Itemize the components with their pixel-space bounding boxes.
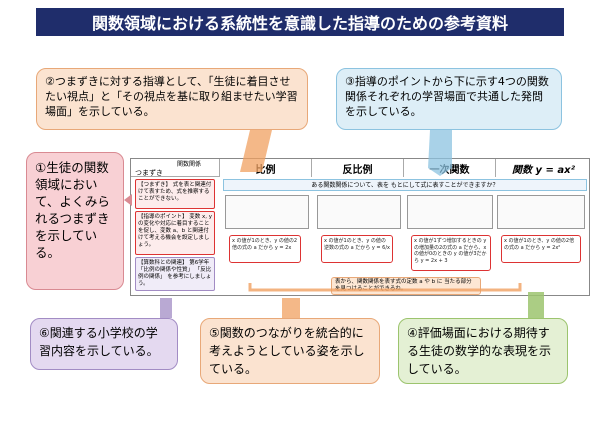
col-header-quadratic: 関数 y = ax²	[495, 159, 591, 177]
arrow-c4	[528, 292, 544, 318]
mini-table-linear	[407, 195, 493, 229]
col-header-proportion: 比例	[219, 159, 311, 177]
guidance-panel: 【指導のポイント】 変数 x, y の変化や対応に着目することを促し、変数 a、…	[135, 211, 215, 255]
corner-bottom: つまずき	[135, 169, 163, 177]
corner-cell: 関数関係 つまずき	[131, 159, 219, 177]
relationship-table: 関数関係 つまずき 比例 反比例 一次関数 関数 y = ax² ある関数関係に…	[130, 158, 590, 296]
callout-4: ④評価場面における期待する生徒の数学的な表現を示している。	[398, 318, 568, 384]
corner-top: 関数関係	[177, 161, 202, 168]
arrow-c5	[282, 298, 300, 318]
mini-table-quadratic	[497, 195, 585, 229]
col-header-linear: 一次関数	[403, 159, 495, 177]
mini-table-inverse	[317, 195, 401, 229]
arrow-c3	[428, 130, 452, 176]
arrow-c2	[240, 130, 272, 172]
note-linear: x の値が1ずつ増加するときの y の増加量の2の式の a だから、x の値が0…	[411, 235, 491, 271]
stumble-panel: 【つまずき】 式を表と関連付けて表すため、式を推察することができない。	[135, 179, 215, 209]
col-header-inverse: 反比例	[311, 159, 403, 177]
callout-5: ⑤関数のつながりを統合的に考えようとしている姿を示している。	[200, 318, 380, 384]
page-title: 関数領域における系統性を意識した指導のための参考資料	[36, 8, 564, 36]
callout-3: ③指導のポイントから下に示す4つの関数関係それぞれの学習場面で共通した発問を示し…	[336, 68, 562, 130]
arrow-c6	[160, 298, 172, 318]
note-inverse: x の値が1のとき、y の値の逆数の式の a だから y = 6/x	[321, 235, 393, 263]
callout-6: ⑥関連する小学校の学習内容を示している。	[30, 318, 178, 370]
note-proportion: x の値が1のとき、y の値の2倍の式の a だから y = 2x	[229, 235, 301, 263]
mini-table-proportion	[225, 195, 309, 229]
arrow-c1	[124, 194, 132, 206]
arrow-bracket	[248, 283, 522, 292]
callout-2: ②つまずきに対する指導として、「生徒に着目させたい視点」と「その視点を基に取り組…	[36, 68, 308, 130]
elementary-link-panel: 【算数科との関連】 第6学年 「比例の関係や性質」 「反比例の関係」 を参考にし…	[135, 257, 215, 291]
callout-1: ①生徒の関数領域において、よくみられるつまずきを示している。	[26, 152, 124, 290]
note-quadratic: x の値が1のとき、y の値の2倍の式の a だから y = 2x²	[501, 235, 581, 263]
question-banner: ある関数関係について、表を もとにして式に表すことができますか？	[223, 179, 587, 191]
